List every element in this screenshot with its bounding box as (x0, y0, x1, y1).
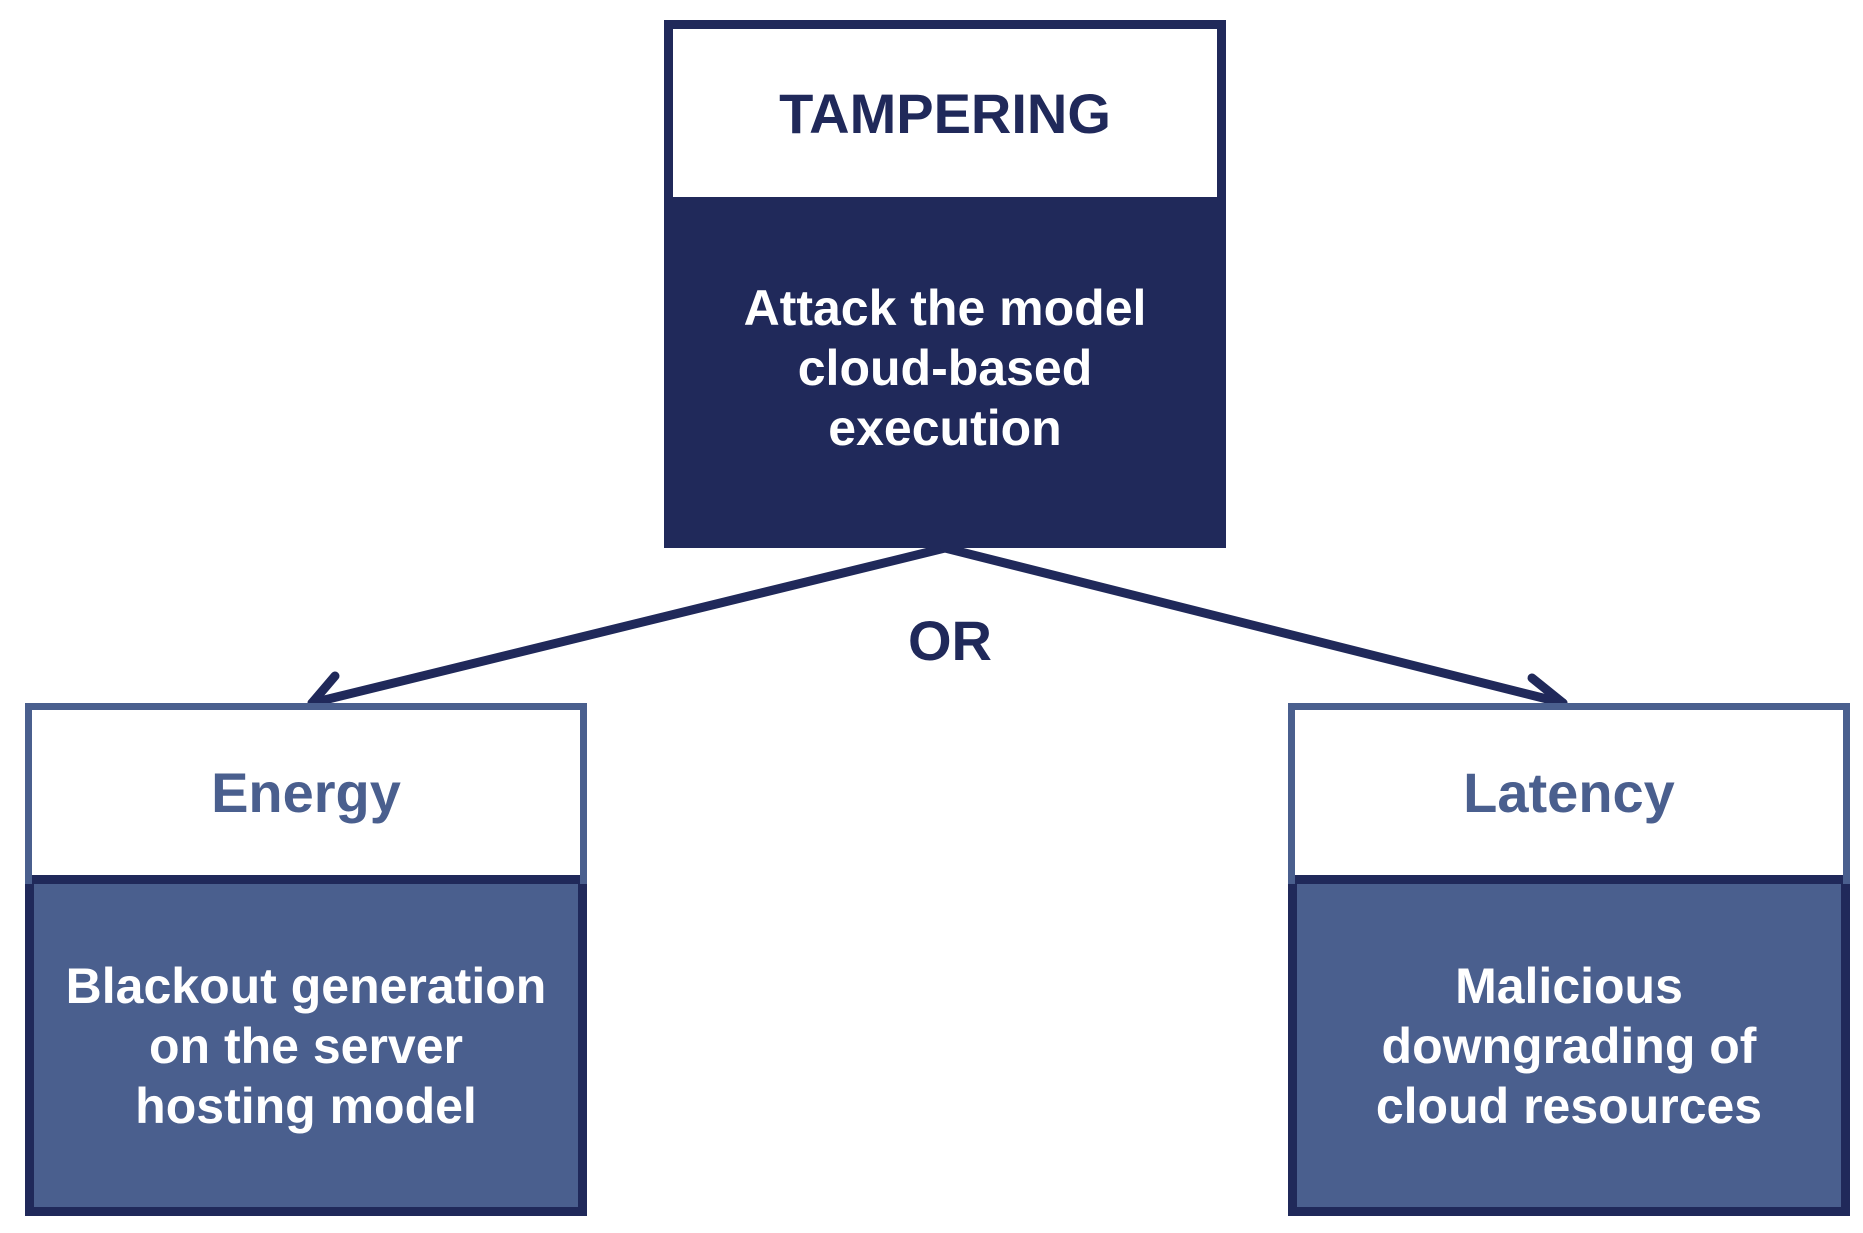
edge-root-to-energy (307, 543, 950, 708)
tampering-node: TAMPERING Attack the model cloud-based e… (664, 20, 1226, 548)
energy-node: Energy Blackout generation on the server… (25, 703, 587, 1216)
energy-node-title: Energy (32, 710, 580, 884)
tampering-node-title: TAMPERING (673, 29, 1217, 197)
latency-node-description: Malicious downgrading of cloud resources (1288, 884, 1850, 1216)
energy-node-description: Blackout generation on the server hostin… (25, 884, 587, 1216)
latency-node-title: Latency (1295, 710, 1843, 884)
or-connector-label: OR (908, 609, 992, 672)
edge-root-to-latency (940, 543, 1568, 708)
latency-node: Latency Malicious downgrading of cloud r… (1288, 703, 1850, 1216)
tampering-node-description: Attack the model cloud-based execution (673, 197, 1217, 539)
